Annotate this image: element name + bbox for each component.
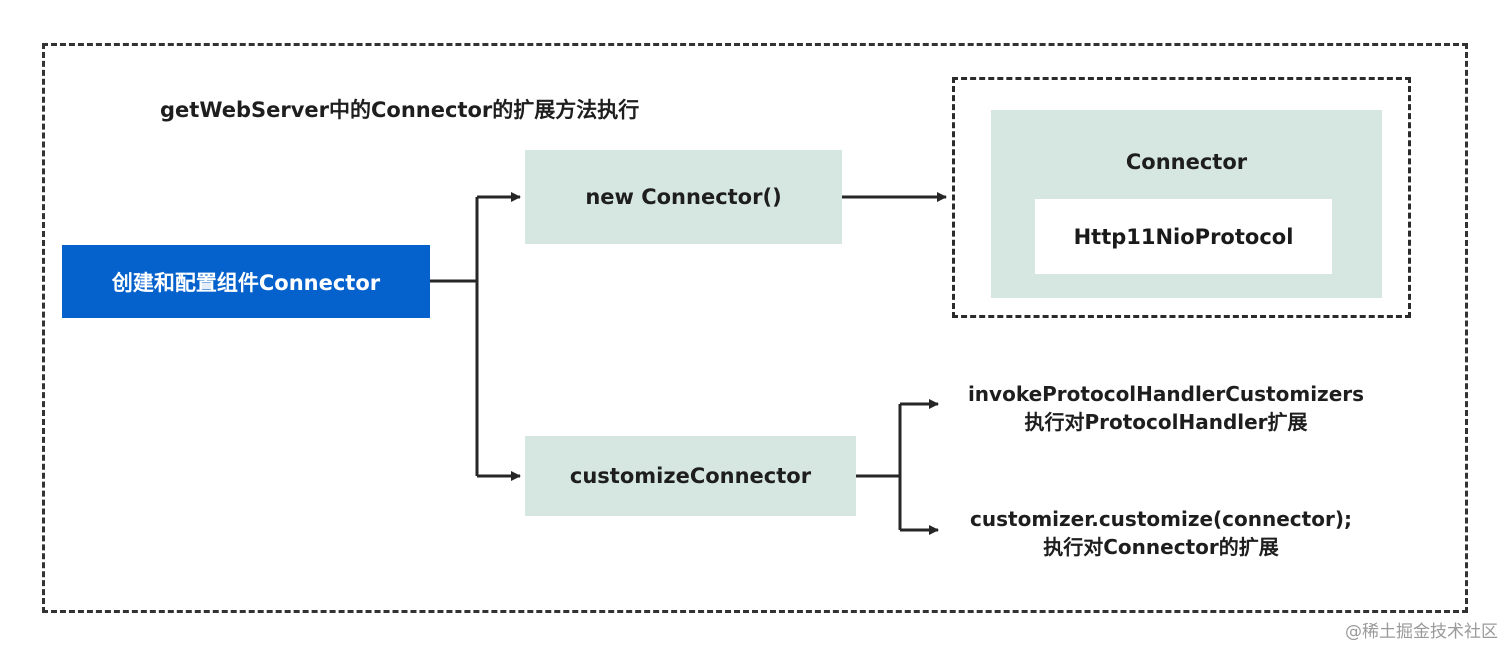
connector-customize-annotation-line1: customizer.customize(connector);: [970, 507, 1352, 531]
connector-customize-annotation-line2: 执行对Connector的扩展: [1043, 535, 1279, 559]
new-connector-box: new Connector(): [525, 150, 842, 244]
http11-nio-protocol-box: Http11NioProtocol: [1035, 199, 1332, 274]
diagram-title: getWebServer中的Connector的扩展方法执行: [160, 98, 640, 122]
protocol-handler-annotation-line1: invokeProtocolHandlerCustomizers: [967, 382, 1365, 406]
protocol-handler-annotation: invokeProtocolHandlerCustomizers 执行对Prot…: [960, 380, 1372, 436]
connector-customize-annotation: customizer.customize(connector); 执行对Conn…: [960, 505, 1362, 561]
connector-dashed-frame: [952, 77, 1411, 318]
customize-connector-box: customizeConnector: [525, 436, 856, 516]
create-configure-connector-box: 创建和配置组件Connector: [62, 245, 430, 318]
protocol-handler-annotation-line2: 执行对ProtocolHandler扩展: [1024, 410, 1308, 434]
connector-label: Connector: [1125, 150, 1248, 174]
watermark: @稀土掘金技术社区: [1345, 622, 1498, 642]
outer-dashed-frame: [42, 43, 1468, 613]
